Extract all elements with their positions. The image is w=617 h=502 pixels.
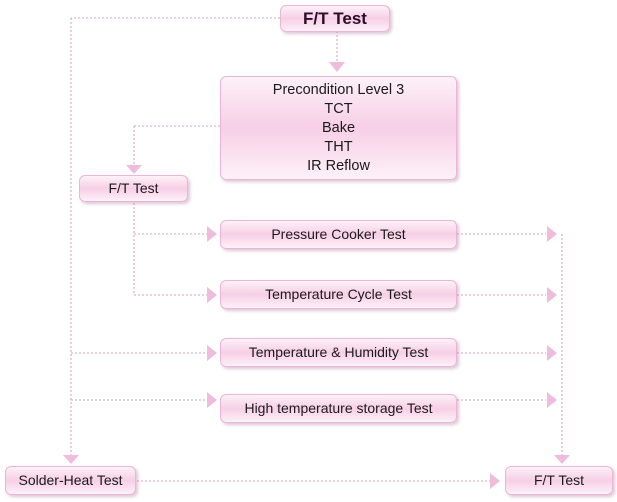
node-high-temp-storage: High temperature storage Test [220, 394, 457, 423]
node-ft-test-final: F/T Test [505, 466, 613, 495]
precondition-line-5: IR Reflow [307, 157, 370, 174]
node-ft-test-top: F/T Test [280, 5, 390, 32]
node-precondition: Precondition Level 3 TCT Bake THT IR Ref… [220, 76, 457, 180]
arrowhead-ft-left [126, 165, 142, 174]
node-temperature-cycle-label: Temperature Cycle Test [265, 286, 412, 302]
node-pressure-cooker-label: Pressure Cooker Test [271, 226, 406, 242]
arrowhead-right-3 [547, 345, 557, 361]
arrowhead-final-ft-left [490, 473, 500, 489]
arrowhead-right-1 [547, 226, 557, 242]
arrowhead-solder-heat [63, 455, 79, 464]
arrowhead-final-ft [554, 455, 570, 464]
precondition-line-1: Precondition Level 3 [272, 81, 405, 98]
arrowhead-right-4 [547, 392, 557, 408]
arrowhead-pressure-cooker [207, 226, 217, 242]
node-ft-test-left-label: F/T Test [108, 180, 159, 196]
node-temp-humidity-label: Temperature & Humidity Test [248, 344, 429, 360]
node-temp-humidity: Temperature & Humidity Test [220, 338, 457, 367]
node-solder-heat: Solder-Heat Test [5, 466, 136, 495]
node-high-temp-storage-label: High temperature storage Test [244, 400, 433, 416]
node-ft-test-final-label: F/T Test [533, 472, 585, 488]
arrowhead-precondition [329, 62, 345, 72]
node-temperature-cycle: Temperature Cycle Test [220, 280, 457, 309]
arrowhead-high-temp-storage [207, 392, 217, 408]
node-ft-test-left: F/T Test [79, 175, 188, 202]
precondition-line-4: THT [324, 138, 353, 155]
node-ft-test-top-label: F/T Test [303, 9, 367, 28]
arrowhead-temp-humidity [207, 345, 217, 361]
arrowhead-temperature-cycle [207, 287, 217, 303]
node-solder-heat-label: Solder-Heat Test [18, 472, 123, 488]
arrowhead-right-2 [547, 287, 557, 303]
node-pressure-cooker: Pressure Cooker Test [220, 220, 457, 249]
precondition-line-2: TCT [324, 100, 353, 117]
precondition-line-3: Bake [321, 119, 356, 136]
